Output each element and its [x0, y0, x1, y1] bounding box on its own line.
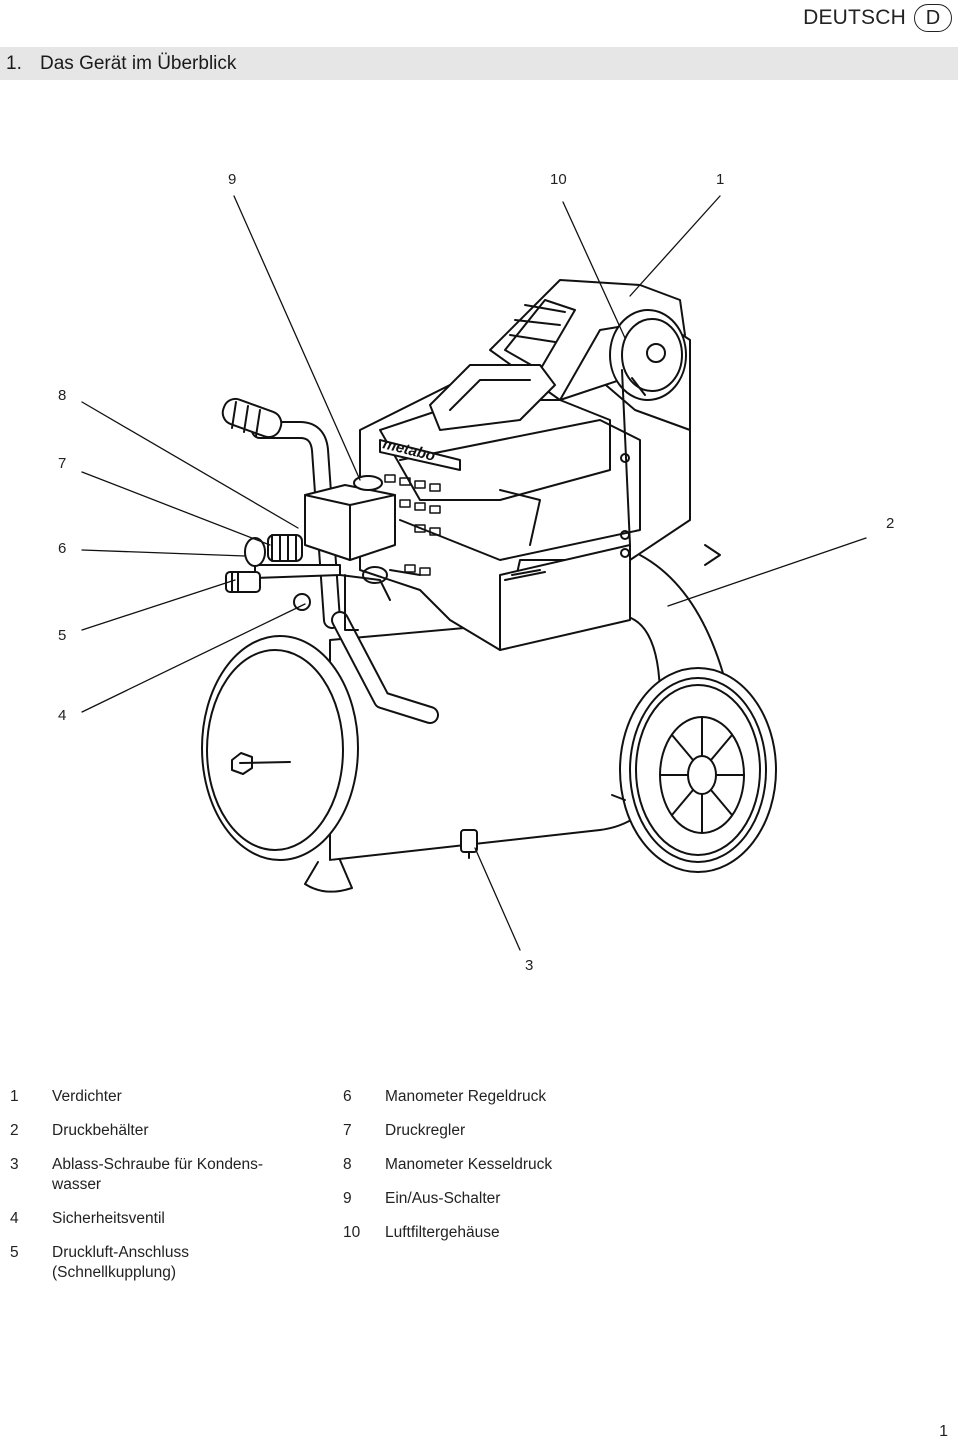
legend-number: 7: [343, 1122, 352, 1139]
callout-6: 6: [58, 540, 66, 557]
legend-item: 6 Manometer Regeldruck: [343, 1087, 673, 1107]
legend-text: Manometer Regeldruck: [385, 1088, 547, 1105]
legend-item: 7 Druckregler: [343, 1121, 673, 1141]
tank-shape: [201, 613, 661, 861]
legend-text: Druckluft-Anschluss (Schnellkupplung): [52, 1244, 189, 1281]
drain-screw-shape: [460, 829, 478, 859]
legend-number: 4: [10, 1210, 19, 1227]
legend-number: 1: [10, 1088, 19, 1105]
language-header: DEUTSCH D: [803, 4, 952, 32]
legend-right-column: 6 Manometer Regeldruck 7 Druckregler 8 M…: [343, 1087, 673, 1257]
page-number: 1: [939, 1423, 948, 1440]
legend-number: 6: [343, 1088, 352, 1105]
legend-item: 10 Luftfiltergehäuse: [343, 1223, 673, 1243]
section-heading: 1. Das Gerät im Überblick: [0, 47, 958, 80]
legend-item: 8 Manometer Kesseldruck: [343, 1155, 673, 1175]
legend-item: 2 Druckbehälter: [10, 1121, 310, 1141]
wheel-shape: [611, 667, 777, 873]
legend-item: 5 Druckluft-Anschluss (Schnellkupplung): [10, 1243, 310, 1283]
legend-item: 4 Sicherheitsventil: [10, 1209, 310, 1229]
callout-9: 9: [228, 171, 236, 188]
legend-number: 5: [10, 1244, 19, 1261]
section-number: 1.: [6, 52, 22, 74]
compressor-illustration: metabo 9 10 1 8 7 6 5 4 2 3: [58, 171, 894, 974]
callout-5: 5: [58, 627, 66, 644]
legend-item: 3 Ablass-Schraube für Kondens- wasser: [10, 1155, 310, 1195]
legend-text: Verdichter: [52, 1088, 122, 1105]
legend-number: 3: [10, 1156, 19, 1173]
tank-gauge-shape: [609, 309, 687, 546]
legend-text: Druckbehälter: [52, 1122, 149, 1139]
callout-1: 1: [716, 171, 724, 188]
legend-item: 9 Ein/Aus-Schalter: [343, 1189, 673, 1209]
legend-text: Druckregler: [385, 1122, 466, 1139]
legend-item: 1 Verdichter: [10, 1087, 310, 1107]
switch-box-shape: [304, 475, 396, 561]
legend-text: Manometer Kesseldruck: [385, 1156, 553, 1173]
leader-lines: [81, 195, 867, 951]
callout-3: 3: [525, 957, 533, 974]
legend-left-column: 1 Verdichter 2 Druckbehälter 3 Ablass-Sc…: [10, 1087, 310, 1297]
callout-10: 10: [550, 171, 567, 188]
legend-text: Luftfiltergehäuse: [385, 1224, 500, 1241]
callout-7: 7: [58, 455, 66, 472]
legend-text: Sicherheitsventil: [52, 1210, 165, 1227]
legend-number: 10: [343, 1224, 361, 1241]
legend-number: 8: [343, 1156, 352, 1173]
regulator-assembly-shape: [225, 534, 421, 631]
language-code-badge: D: [914, 4, 952, 32]
tank-foot-shape: [304, 859, 353, 893]
callout-8: 8: [58, 387, 66, 404]
legend-text: Ablass-Schraube für Kondens- wasser: [52, 1156, 264, 1193]
legend-number: 9: [343, 1190, 352, 1207]
legend-text: Ein/Aus-Schalter: [385, 1190, 501, 1207]
callout-2: 2: [886, 515, 894, 532]
section-title: Das Gerät im Überblick: [40, 52, 237, 74]
push-handle-shape: [221, 397, 439, 724]
legend-number: 2: [10, 1122, 19, 1139]
language-label: DEUTSCH: [803, 6, 906, 29]
callout-4: 4: [58, 707, 66, 724]
